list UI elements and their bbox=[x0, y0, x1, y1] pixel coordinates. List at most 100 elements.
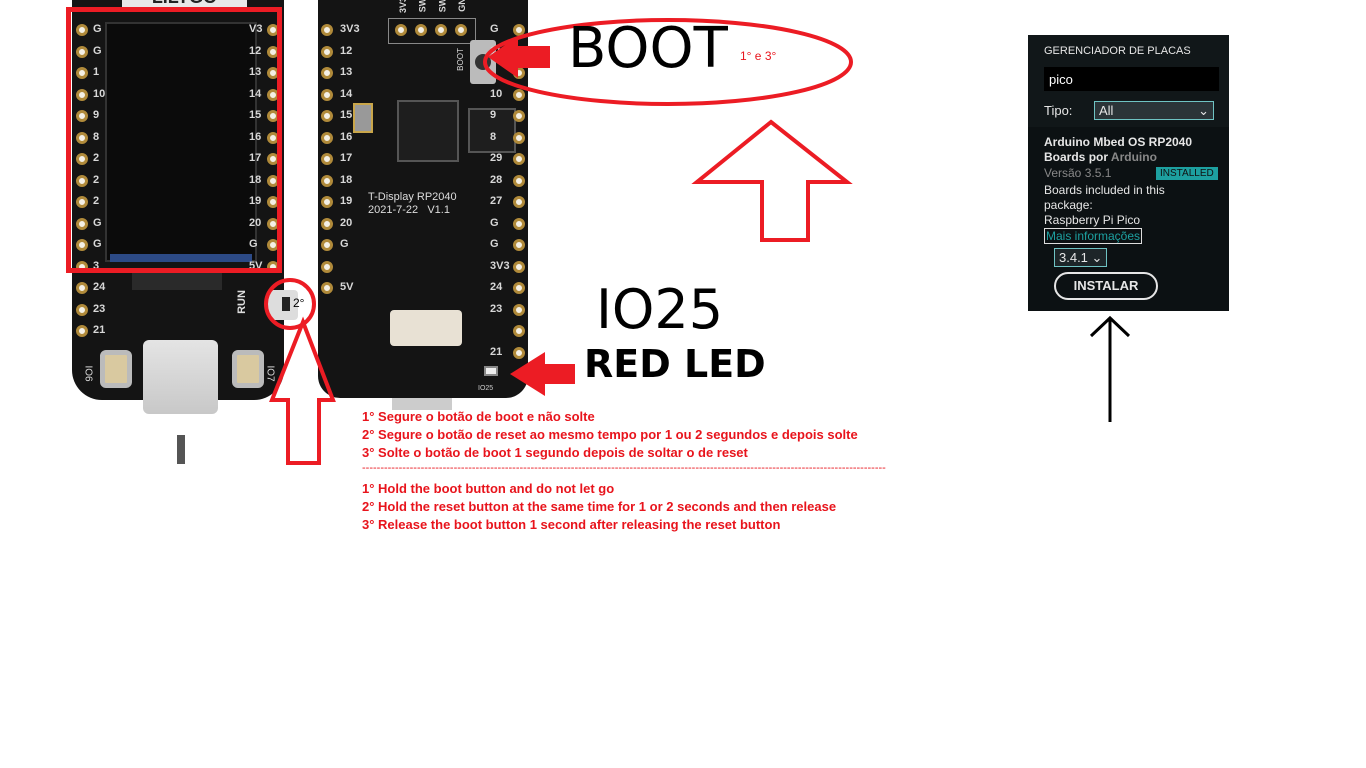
pin-label: 8 bbox=[93, 130, 100, 143]
pin-label: 10 bbox=[93, 87, 106, 100]
pin-label: G bbox=[490, 23, 499, 35]
pin bbox=[513, 282, 525, 294]
pin-label: V3 bbox=[249, 23, 263, 35]
boot-highlight-ellipse bbox=[483, 18, 853, 106]
pin-label: 2 bbox=[93, 152, 100, 164]
lcd-highlight-box bbox=[66, 7, 282, 273]
pin bbox=[76, 131, 88, 144]
pin bbox=[76, 88, 88, 101]
pin-label: 23 bbox=[93, 302, 106, 315]
pin bbox=[76, 67, 88, 79]
header-pin bbox=[455, 24, 467, 36]
swd-header bbox=[388, 18, 476, 44]
pin-label: G bbox=[490, 238, 499, 250]
pin-label: 19 bbox=[340, 195, 353, 207]
pin-label: 17 bbox=[249, 152, 262, 164]
instruction-en-3: 3° Release the boot button 1 second afte… bbox=[362, 517, 781, 532]
search-input[interactable] bbox=[1044, 67, 1219, 91]
pin bbox=[513, 24, 525, 36]
installed-badge: INSTALLED bbox=[1156, 167, 1218, 180]
pin bbox=[513, 303, 525, 316]
instruction-pt-2: 2° Segure o botão de reset ao mesmo temp… bbox=[362, 427, 858, 442]
pin bbox=[513, 217, 525, 230]
pin bbox=[321, 110, 333, 122]
pin-label: 14 bbox=[249, 87, 262, 100]
pin-label: 3V3 bbox=[490, 259, 510, 272]
pin-label: 23 bbox=[490, 302, 503, 315]
package-title: Arduino Mbed OS RP2040 Boards por Arduin… bbox=[1044, 135, 1193, 164]
pin bbox=[321, 88, 333, 101]
pin-label: 17 bbox=[340, 152, 353, 164]
install-button[interactable]: INSTALAR bbox=[1054, 272, 1158, 300]
pin-label: 9 bbox=[93, 109, 100, 121]
type-select-value: All bbox=[1099, 103, 1114, 118]
instruction-pt-1: 1° Segure o botão de boot e não solte bbox=[362, 409, 595, 424]
silk-version: 2021-7-22 V1.1 bbox=[368, 204, 450, 216]
pin-label: 11 bbox=[490, 44, 502, 57]
chevron-down-icon: ⌄ bbox=[1091, 250, 1103, 265]
button-io0[interactable] bbox=[100, 350, 132, 388]
pin-label: 18 bbox=[340, 173, 353, 186]
header-pin bbox=[435, 24, 447, 36]
button-io7[interactable] bbox=[232, 350, 264, 388]
pin bbox=[76, 45, 88, 58]
pin-label: 20 bbox=[340, 216, 353, 229]
boot-pointer-arrow bbox=[488, 36, 550, 78]
flash-chip bbox=[468, 108, 516, 153]
pin-label: 14 bbox=[340, 87, 353, 100]
battery-connector bbox=[390, 310, 462, 346]
pin-label: G bbox=[249, 238, 258, 250]
pin bbox=[513, 174, 525, 187]
version-select[interactable]: 3.4.1 ⌄ bbox=[1054, 248, 1107, 267]
type-select[interactable]: All⌄ bbox=[1094, 101, 1214, 120]
pin-label: 27 bbox=[490, 195, 503, 207]
pin-label: 9 bbox=[490, 109, 497, 121]
pin bbox=[513, 346, 525, 359]
pin-label: 29 bbox=[490, 152, 503, 164]
pin bbox=[321, 153, 333, 165]
step-2-marker: 2° bbox=[293, 296, 305, 310]
pin-label: 1 bbox=[93, 66, 100, 78]
pin bbox=[513, 239, 525, 251]
pin bbox=[76, 217, 88, 230]
pin bbox=[76, 282, 88, 294]
instruction-divider: ----------------------------------------… bbox=[362, 462, 886, 474]
silk-title: T-Display RP2040 bbox=[368, 191, 457, 203]
pin-label: 16 bbox=[249, 130, 262, 143]
included-label: Boards included in this package: bbox=[1044, 183, 1165, 212]
instruction-en-1: 1° Hold the boot button and do not let g… bbox=[362, 481, 615, 496]
pin bbox=[76, 239, 88, 251]
reset-button[interactable] bbox=[268, 290, 298, 320]
pin-label: G bbox=[93, 238, 102, 250]
led-pointer-arrow bbox=[510, 352, 575, 396]
pin-label: G bbox=[490, 216, 499, 229]
pin bbox=[321, 45, 333, 58]
instruction-en-2: 2° Hold the reset button at the same tim… bbox=[362, 499, 837, 514]
boot-steps-note: 1° e 3° bbox=[740, 49, 777, 63]
pin-label: 13 bbox=[340, 66, 353, 78]
pin bbox=[321, 131, 333, 144]
board-bottom-connector bbox=[392, 398, 452, 410]
pin bbox=[321, 196, 333, 208]
pin bbox=[76, 110, 88, 122]
pin-label: 28 bbox=[490, 173, 503, 186]
lilygo-board-front: LILYGO RUN IO6 IO7 bbox=[72, 0, 284, 414]
type-label: Tipo: bbox=[1044, 103, 1073, 118]
more-info-link[interactable]: Mais informações bbox=[1044, 228, 1143, 244]
red-led bbox=[484, 366, 498, 376]
pin-label: 24 bbox=[490, 281, 503, 293]
pin bbox=[513, 131, 525, 144]
header-pin bbox=[415, 24, 427, 36]
rp2040-chip bbox=[397, 100, 459, 162]
pin-label: 3 bbox=[93, 259, 100, 272]
lcd-screen bbox=[105, 22, 257, 262]
package-author: Arduino bbox=[1110, 150, 1157, 164]
pin-label: 5V bbox=[340, 281, 354, 293]
cable-stub bbox=[177, 435, 185, 464]
pin-label: 24 bbox=[93, 281, 106, 293]
pin bbox=[76, 24, 88, 36]
pin-label: 21 bbox=[93, 324, 106, 336]
pin-label: 19 bbox=[249, 195, 262, 207]
pin bbox=[76, 303, 88, 316]
